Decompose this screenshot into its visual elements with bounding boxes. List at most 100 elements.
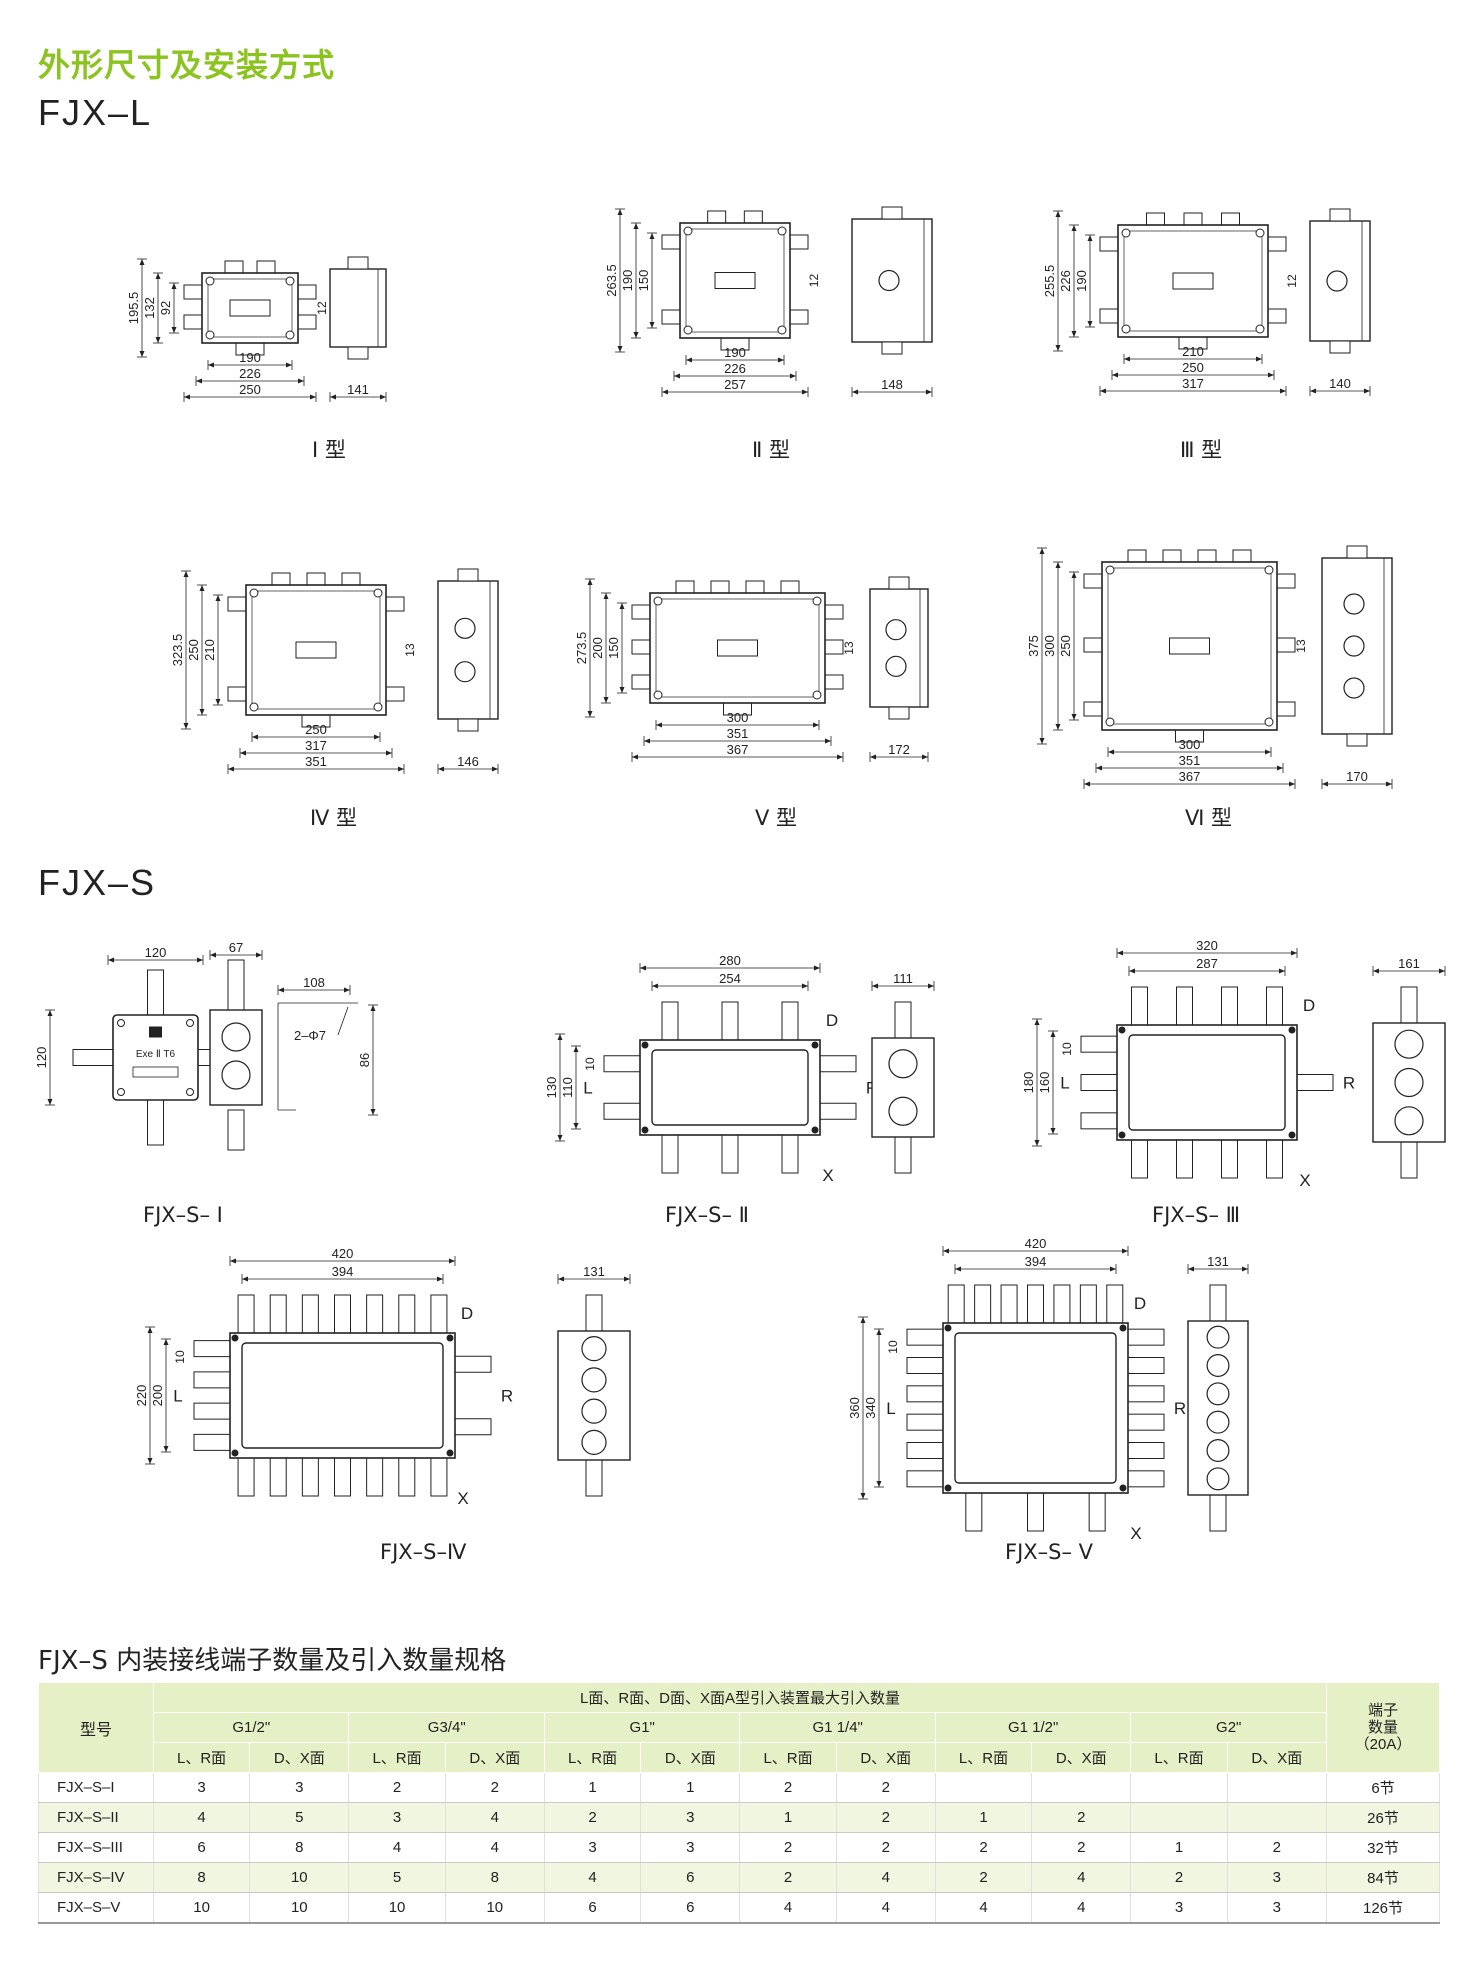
dimension-label: 86 (357, 1053, 372, 1067)
cell-value: 3 (1226, 1862, 1328, 1893)
dimension-label: 12 (1285, 274, 1299, 288)
cell-value: 1 (739, 1802, 837, 1833)
dimension-label: 340 (863, 1397, 878, 1419)
mounting-ear (661, 234, 681, 250)
dimension-label: 250 (305, 722, 327, 737)
nameplate (132, 1066, 179, 1078)
cell-model: FJX–S–IV (38, 1862, 154, 1893)
cable-gland-d (1000, 1284, 1018, 1324)
enclosure-cover (241, 1342, 444, 1449)
cable-gland (707, 210, 727, 224)
face-label-l: L (886, 1399, 895, 1418)
cover-screw (944, 1484, 952, 1492)
dimension-label: 300 (727, 710, 749, 725)
header-face-lr: L、R面 (152, 1742, 251, 1773)
nameplate (1172, 272, 1214, 290)
cable-gland (1209, 1492, 1227, 1532)
dimension-arrow (870, 754, 928, 760)
enclosure-front-view (112, 1014, 199, 1101)
cable-gland (457, 568, 479, 582)
face-label-x: X (822, 1166, 833, 1185)
dimension-label: 375 (1026, 635, 1041, 657)
cable-gland (743, 210, 763, 224)
cable-gland (1209, 1284, 1227, 1324)
face-label-x: X (1299, 1171, 1310, 1190)
header-face-dx: D、X面 (640, 1742, 741, 1773)
dimension-label: 367 (727, 742, 749, 757)
dimension-label: 250 (1182, 360, 1204, 375)
cell-value (1130, 1772, 1228, 1803)
entry-hole (1343, 677, 1365, 699)
cover-screw (641, 1041, 649, 1049)
cell-terminals: 126节 (1326, 1892, 1440, 1924)
dimension-label: 150 (606, 637, 621, 659)
cell-value: 4 (1031, 1862, 1132, 1893)
dimension-label: 161 (1398, 956, 1420, 971)
cell-value: 2 (1130, 1862, 1228, 1893)
cable-gland (1400, 986, 1418, 1026)
cable-gland-d (721, 1001, 739, 1041)
cable-gland-l (193, 1371, 231, 1389)
mounting-ear (824, 639, 844, 655)
cell-value: 2 (1031, 1832, 1132, 1863)
cover-screw (683, 325, 693, 335)
cable-gland (1346, 545, 1368, 559)
cell-value: 3 (640, 1832, 741, 1863)
cell-value: 6 (152, 1832, 251, 1863)
cable-gland-x (301, 1457, 319, 1497)
leader-line (337, 1006, 349, 1036)
cell-value: 3 (152, 1772, 251, 1803)
header-face-lr: L、R面 (934, 1742, 1033, 1773)
cable-gland-d (398, 1294, 416, 1334)
cable-gland (1232, 549, 1252, 563)
dimension-label: 254 (719, 971, 741, 986)
dimension-label: 280 (719, 953, 741, 968)
cable-gland (347, 256, 369, 270)
header-face-lr: L、R面 (348, 1742, 446, 1773)
cable-gland-d (1106, 1284, 1124, 1324)
cover-screw (641, 1126, 649, 1134)
entry-hole (885, 655, 907, 677)
cell-terminals: 32节 (1326, 1832, 1440, 1863)
dimension-label: 92 (158, 301, 173, 315)
dimension-arrow (438, 766, 498, 772)
dimension-label: 300 (1179, 737, 1201, 752)
dimension-label: 120 (34, 1047, 49, 1069)
mounting-ear (824, 674, 844, 690)
header-thread: G1 1/2" (934, 1712, 1132, 1743)
enclosure-side-view (1187, 1320, 1249, 1496)
face-label-l: L (583, 1079, 592, 1098)
dimension-label: 170 (1346, 769, 1368, 784)
cell-value: 2 (739, 1772, 837, 1803)
entry-hole (1394, 1029, 1424, 1059)
mounting-ear (1267, 308, 1287, 324)
dimension-label: 131 (583, 1264, 605, 1279)
cable-gland (710, 580, 730, 594)
mounting-ear (631, 604, 651, 620)
dimension-label: 195.5 (126, 292, 141, 325)
mounting-ear (789, 234, 809, 250)
cover-screw (653, 596, 663, 606)
cell-value: 10 (152, 1892, 251, 1924)
mounting-ear (631, 674, 651, 690)
dimension-label: 250 (1058, 635, 1073, 657)
cover-screw (285, 330, 295, 340)
cable-gland-l (906, 1470, 944, 1488)
cell-model: FJX–S–III (38, 1832, 154, 1863)
cable-gland (1221, 212, 1240, 226)
dimension-label: 323.5 (170, 634, 185, 667)
cable-gland-d (1027, 1284, 1044, 1324)
face-label-x: X (1130, 1524, 1141, 1543)
cell-value: 2 (543, 1802, 642, 1833)
cable-gland-l (1080, 1035, 1118, 1053)
cable-gland-d (366, 1294, 384, 1334)
cell-value: 6 (640, 1862, 741, 1893)
cable-gland (347, 346, 369, 360)
cover-screw (777, 226, 787, 236)
